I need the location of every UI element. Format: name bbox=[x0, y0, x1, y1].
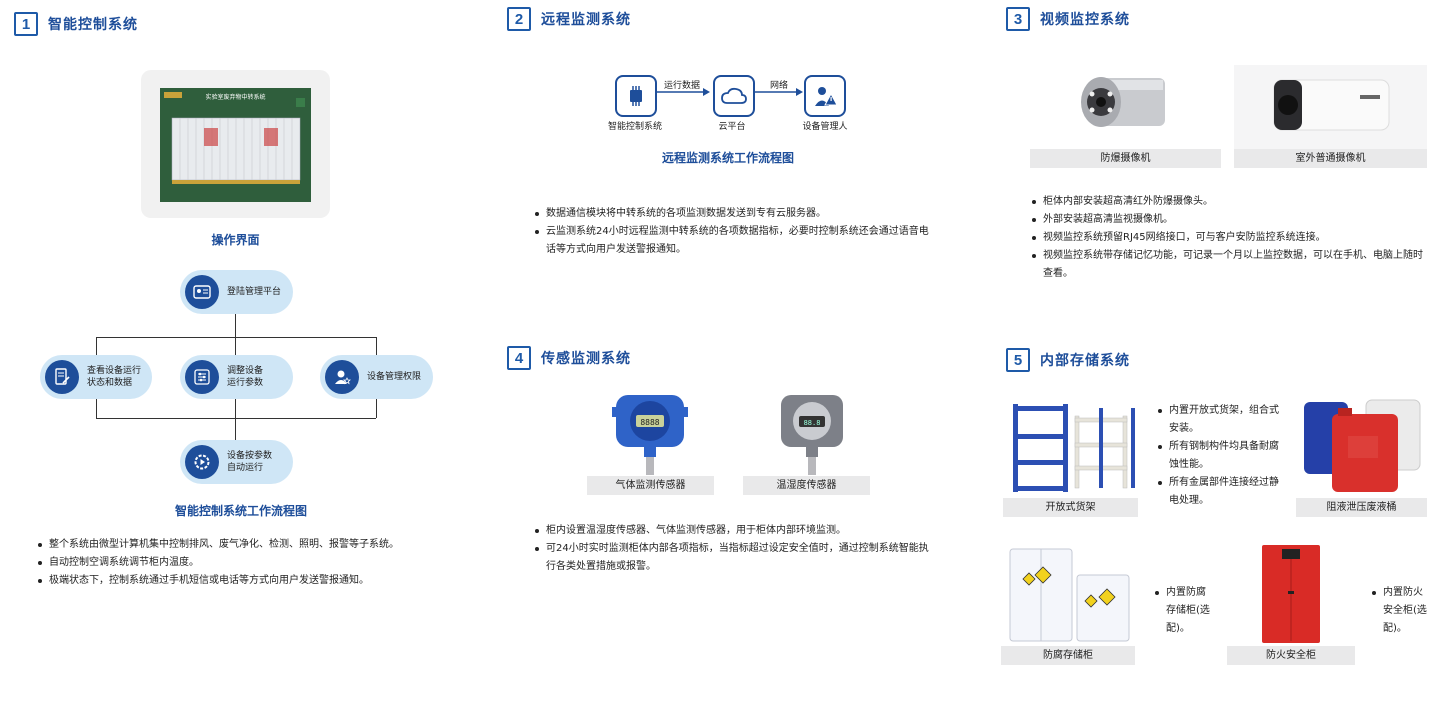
flow-node-label-line2: 运行参数 bbox=[227, 378, 264, 388]
bullet-item: 云监测系统24小时远程监测中转系统的各项数据指标，必要时控制系统还会通过语音电话… bbox=[535, 223, 930, 259]
arrow-icon bbox=[655, 88, 710, 96]
image-label: 防火安全柜 bbox=[1227, 646, 1355, 665]
flow-node-device-permission: 设备管理权限 bbox=[320, 355, 433, 399]
section-3-bullets: 柜体内部安装超高清红外防爆摄像头。 外部安装超高清监视摄像机。 视频监控系统预留… bbox=[1032, 193, 1432, 283]
flow-node-label-line1: 设备按参数 bbox=[227, 451, 273, 461]
section-number: 4 bbox=[507, 346, 531, 370]
bullet-item: 数据通信模块将中转系统的各项监测数据发送到专有云服务器。 bbox=[535, 205, 930, 223]
flow-node-label: 设备管理权限 bbox=[367, 372, 422, 382]
bullet-item: 所有金属部件连接经过静电处理。 bbox=[1158, 474, 1283, 510]
arrow-label: 网络 bbox=[770, 81, 789, 91]
image-label: 气体监测传感器 bbox=[587, 476, 714, 495]
chip-icon bbox=[615, 75, 657, 117]
bullet-item: 内置防腐存储柜(选配)。 bbox=[1155, 584, 1215, 638]
open-shelf-image bbox=[1013, 404, 1135, 492]
cloud-icon bbox=[713, 75, 755, 117]
corrosive-cabinet-image bbox=[1009, 548, 1130, 642]
flow-node-label: 登陆管理平台 bbox=[227, 287, 282, 297]
bullet-item: 外部安装超高清监视摄像机。 bbox=[1032, 211, 1432, 229]
image-label: 阻液泄压废液桶 bbox=[1296, 498, 1427, 517]
node-label: 云平台 bbox=[718, 122, 746, 132]
svg-text:88.8: 88.8 bbox=[804, 419, 821, 427]
flow-node-label-line2: 状态和数据 bbox=[87, 378, 133, 388]
section-number: 1 bbox=[14, 12, 38, 36]
arrow-icon bbox=[753, 88, 803, 96]
bullet-item: 可24小时实时监测柜体内部各项指标，当指标超过设定安全值时，通过控制系统智能执行… bbox=[535, 540, 930, 576]
id-card-icon bbox=[185, 275, 219, 309]
section-title: 视频监控系统 bbox=[1040, 12, 1130, 28]
section-number: 3 bbox=[1006, 7, 1030, 31]
arrow-label: 运行数据 bbox=[664, 81, 701, 91]
document-edit-icon bbox=[45, 360, 79, 394]
temperature-humidity-sensor-image: 88.8 bbox=[781, 395, 843, 475]
flow-node-login: 登陆管理平台 bbox=[180, 270, 293, 314]
bullet-item: 柜内设置温湿度传感器、气体监测传感器，用于柜体内部环境监测。 bbox=[535, 522, 930, 540]
section-number: 2 bbox=[507, 7, 531, 31]
screen-caption: 操作界面 bbox=[211, 233, 260, 247]
node-label: 智能控制系统 bbox=[607, 122, 662, 132]
bullet-item: 所有钢制构件均具备耐腐蚀性能。 bbox=[1158, 438, 1283, 474]
bullet-item: 柜体内部安装超高清红外防爆摄像头。 bbox=[1032, 193, 1432, 211]
user-star-icon bbox=[325, 360, 359, 394]
gear-play-icon bbox=[185, 445, 219, 479]
screen-title: 实验室废弃物中转系统 bbox=[205, 94, 266, 101]
image-label: 室外普通摄像机 bbox=[1234, 149, 1427, 168]
section-4-header: 4 传感监测系统 bbox=[507, 346, 631, 370]
gas-sensor-image: 8888 bbox=[612, 395, 688, 475]
image-label: 防爆摄像机 bbox=[1030, 149, 1221, 168]
bullet-item: 视频监控系统预留RJ45网络接口，可与客户安防监控系统连接。 bbox=[1032, 229, 1432, 247]
operation-screen-image: 实验室废弃物中转系统 bbox=[141, 70, 330, 218]
image-label: 温湿度传感器 bbox=[743, 476, 870, 495]
section-4-bullets: 柜内设置温湿度传感器、气体监测传感器，用于柜体内部环境监测。 可24小时实时监测… bbox=[535, 522, 930, 576]
explosion-proof-camera-image bbox=[1081, 77, 1165, 127]
bullet-item: 自动控制空调系统调节柜内温度。 bbox=[38, 554, 438, 572]
flow-node-label-line1: 调整设备 bbox=[227, 366, 264, 376]
sliders-icon bbox=[185, 360, 219, 394]
flow-node-label-line1: 查看设备运行 bbox=[87, 366, 142, 376]
section-5-header: 5 内部存储系统 bbox=[1006, 348, 1130, 372]
section-title: 传感监测系统 bbox=[541, 351, 631, 367]
flow-caption: 智能控制系统工作流程图 bbox=[174, 504, 307, 518]
image-label: 开放式货架 bbox=[1003, 498, 1138, 517]
flow-node-label-line2: 自动运行 bbox=[227, 463, 264, 473]
section-2-header: 2 远程监测系统 bbox=[507, 7, 631, 31]
worker-warning-icon bbox=[804, 75, 846, 117]
section-number: 5 bbox=[1006, 348, 1030, 372]
bullet-item: 极端状态下，控制系统通过手机短信或电话等方式向用户发送警报通知。 bbox=[38, 572, 438, 590]
bullet-item: 整个系统由微型计算机集中控制排风、废气净化、检测、照明、报警等子系统。 bbox=[38, 536, 438, 554]
node-label: 设备管理人 bbox=[802, 122, 848, 132]
shelf-notes: 内置开放式货架，组合式安装。 所有钢制构件均具备耐腐蚀性能。 所有金属部件连接经… bbox=[1158, 402, 1283, 510]
bullet-item: 内置开放式货架，组合式安装。 bbox=[1158, 402, 1283, 438]
fire-note: 内置防火安全柜(选配)。 bbox=[1372, 584, 1432, 638]
section-2-bullets: 数据通信模块将中转系统的各项监测数据发送到专有云服务器。 云监测系统24小时远程… bbox=[535, 205, 930, 259]
container-illustration bbox=[171, 98, 305, 184]
section-title: 智能控制系统 bbox=[48, 17, 138, 33]
section-1-bullets: 整个系统由微型计算机集中控制排风、废气净化、检测、照明、报警等子系统。 自动控制… bbox=[38, 536, 438, 590]
section-title: 远程监测系统 bbox=[541, 12, 631, 28]
svg-text:8888: 8888 bbox=[640, 418, 659, 427]
flow-node-auto-run: 设备按参数 自动运行 bbox=[180, 440, 293, 484]
section-title: 内部存储系统 bbox=[1040, 353, 1130, 369]
flow-node-view-status: 查看设备运行 状态和数据 bbox=[40, 355, 152, 399]
flow-node-adjust-params: 调整设备 运行参数 bbox=[180, 355, 293, 399]
section-3-header: 3 视频监控系统 bbox=[1006, 7, 1130, 31]
bullet-item: 视频监控系统带存储记忆功能，可记录一个月以上监控数据，可以在手机、电脑上随时查看… bbox=[1032, 247, 1432, 283]
fire-safety-cabinet-image bbox=[1262, 545, 1320, 643]
waste-liquid-barrel-image bbox=[1304, 399, 1421, 492]
flow-caption: 远程监测系统工作流程图 bbox=[661, 151, 794, 165]
outdoor-camera-image bbox=[1234, 65, 1427, 150]
image-label: 防腐存储柜 bbox=[1001, 646, 1135, 665]
bullet-item: 内置防火安全柜(选配)。 bbox=[1372, 584, 1432, 638]
section-1-header: 1 智能控制系统 bbox=[14, 12, 138, 36]
corrosive-note: 内置防腐存储柜(选配)。 bbox=[1155, 584, 1215, 638]
